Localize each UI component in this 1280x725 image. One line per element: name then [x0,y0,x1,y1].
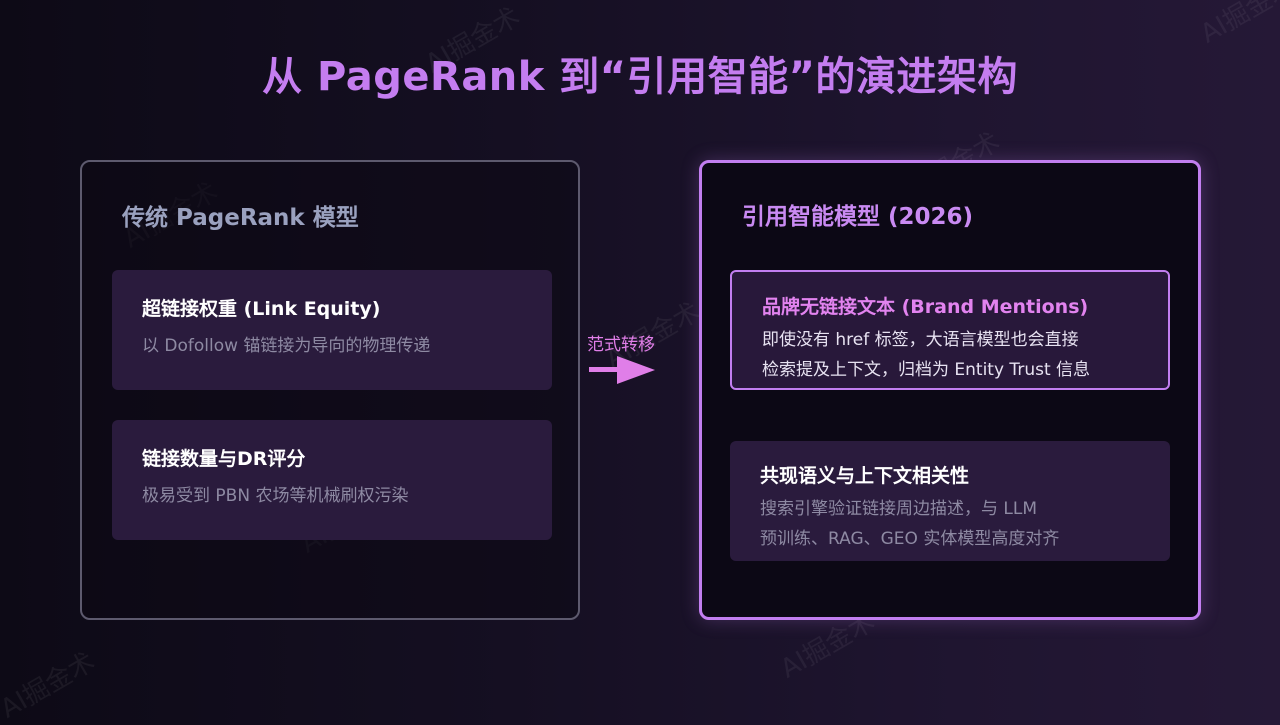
card-description: 极易受到 PBN 农场等机械刷权污染 [142,486,409,506]
brand-mentions-card: 品牌无链接文本 (Brand Mentions) 即使没有 href 标签，大语… [730,270,1170,390]
card-description-line: 即使没有 href 标签，大语言模型也会直接 [762,330,1079,350]
card-description-line: 预训练、RAG、GEO 实体模型高度对齐 [760,529,1060,549]
arrow-label: 范式转移 [587,335,655,355]
traditional-pagerank-panel: 传统 PageRank 模型 超链接权重 (Link Equity) 以 Dof… [80,160,580,620]
paradigm-shift-arrow: 范式转移 [583,330,659,390]
right-arrow-icon [589,356,655,384]
panel-title: 引用智能模型 (2026) [742,204,974,230]
card-title: 链接数量与DR评分 [142,448,306,470]
card-description-line: 检索提及上下文，归档为 Entity Trust 信息 [762,360,1091,380]
link-count-dr-card: 链接数量与DR评分 极易受到 PBN 农场等机械刷权污染 [112,420,552,540]
card-description-line: 搜索引擎验证链接周边描述，与 LLM [760,499,1038,519]
page-title: 从 PageRank 到“引用智能”的演进架构 [262,54,1018,100]
watermark: AI掘金术 [0,646,101,725]
card-title: 品牌无链接文本 (Brand Mentions) [762,296,1089,318]
card-title: 超链接权重 (Link Equity) [142,298,381,320]
co-occurrence-semantics-card: 共现语义与上下文相关性 搜索引擎验证链接周边描述，与 LLM 预训练、RAG、G… [730,441,1170,561]
card-description: 以 Dofollow 锚链接为导向的物理传递 [142,336,431,356]
panel-title: 传统 PageRank 模型 [122,205,359,231]
watermark: AI掘金术 [1195,0,1280,50]
card-title: 共现语义与上下文相关性 [760,465,970,487]
citation-intelligence-panel: 引用智能模型 (2026) 品牌无链接文本 (Brand Mentions) 即… [699,160,1201,620]
link-equity-card: 超链接权重 (Link Equity) 以 Dofollow 锚链接为导向的物理… [112,270,552,390]
